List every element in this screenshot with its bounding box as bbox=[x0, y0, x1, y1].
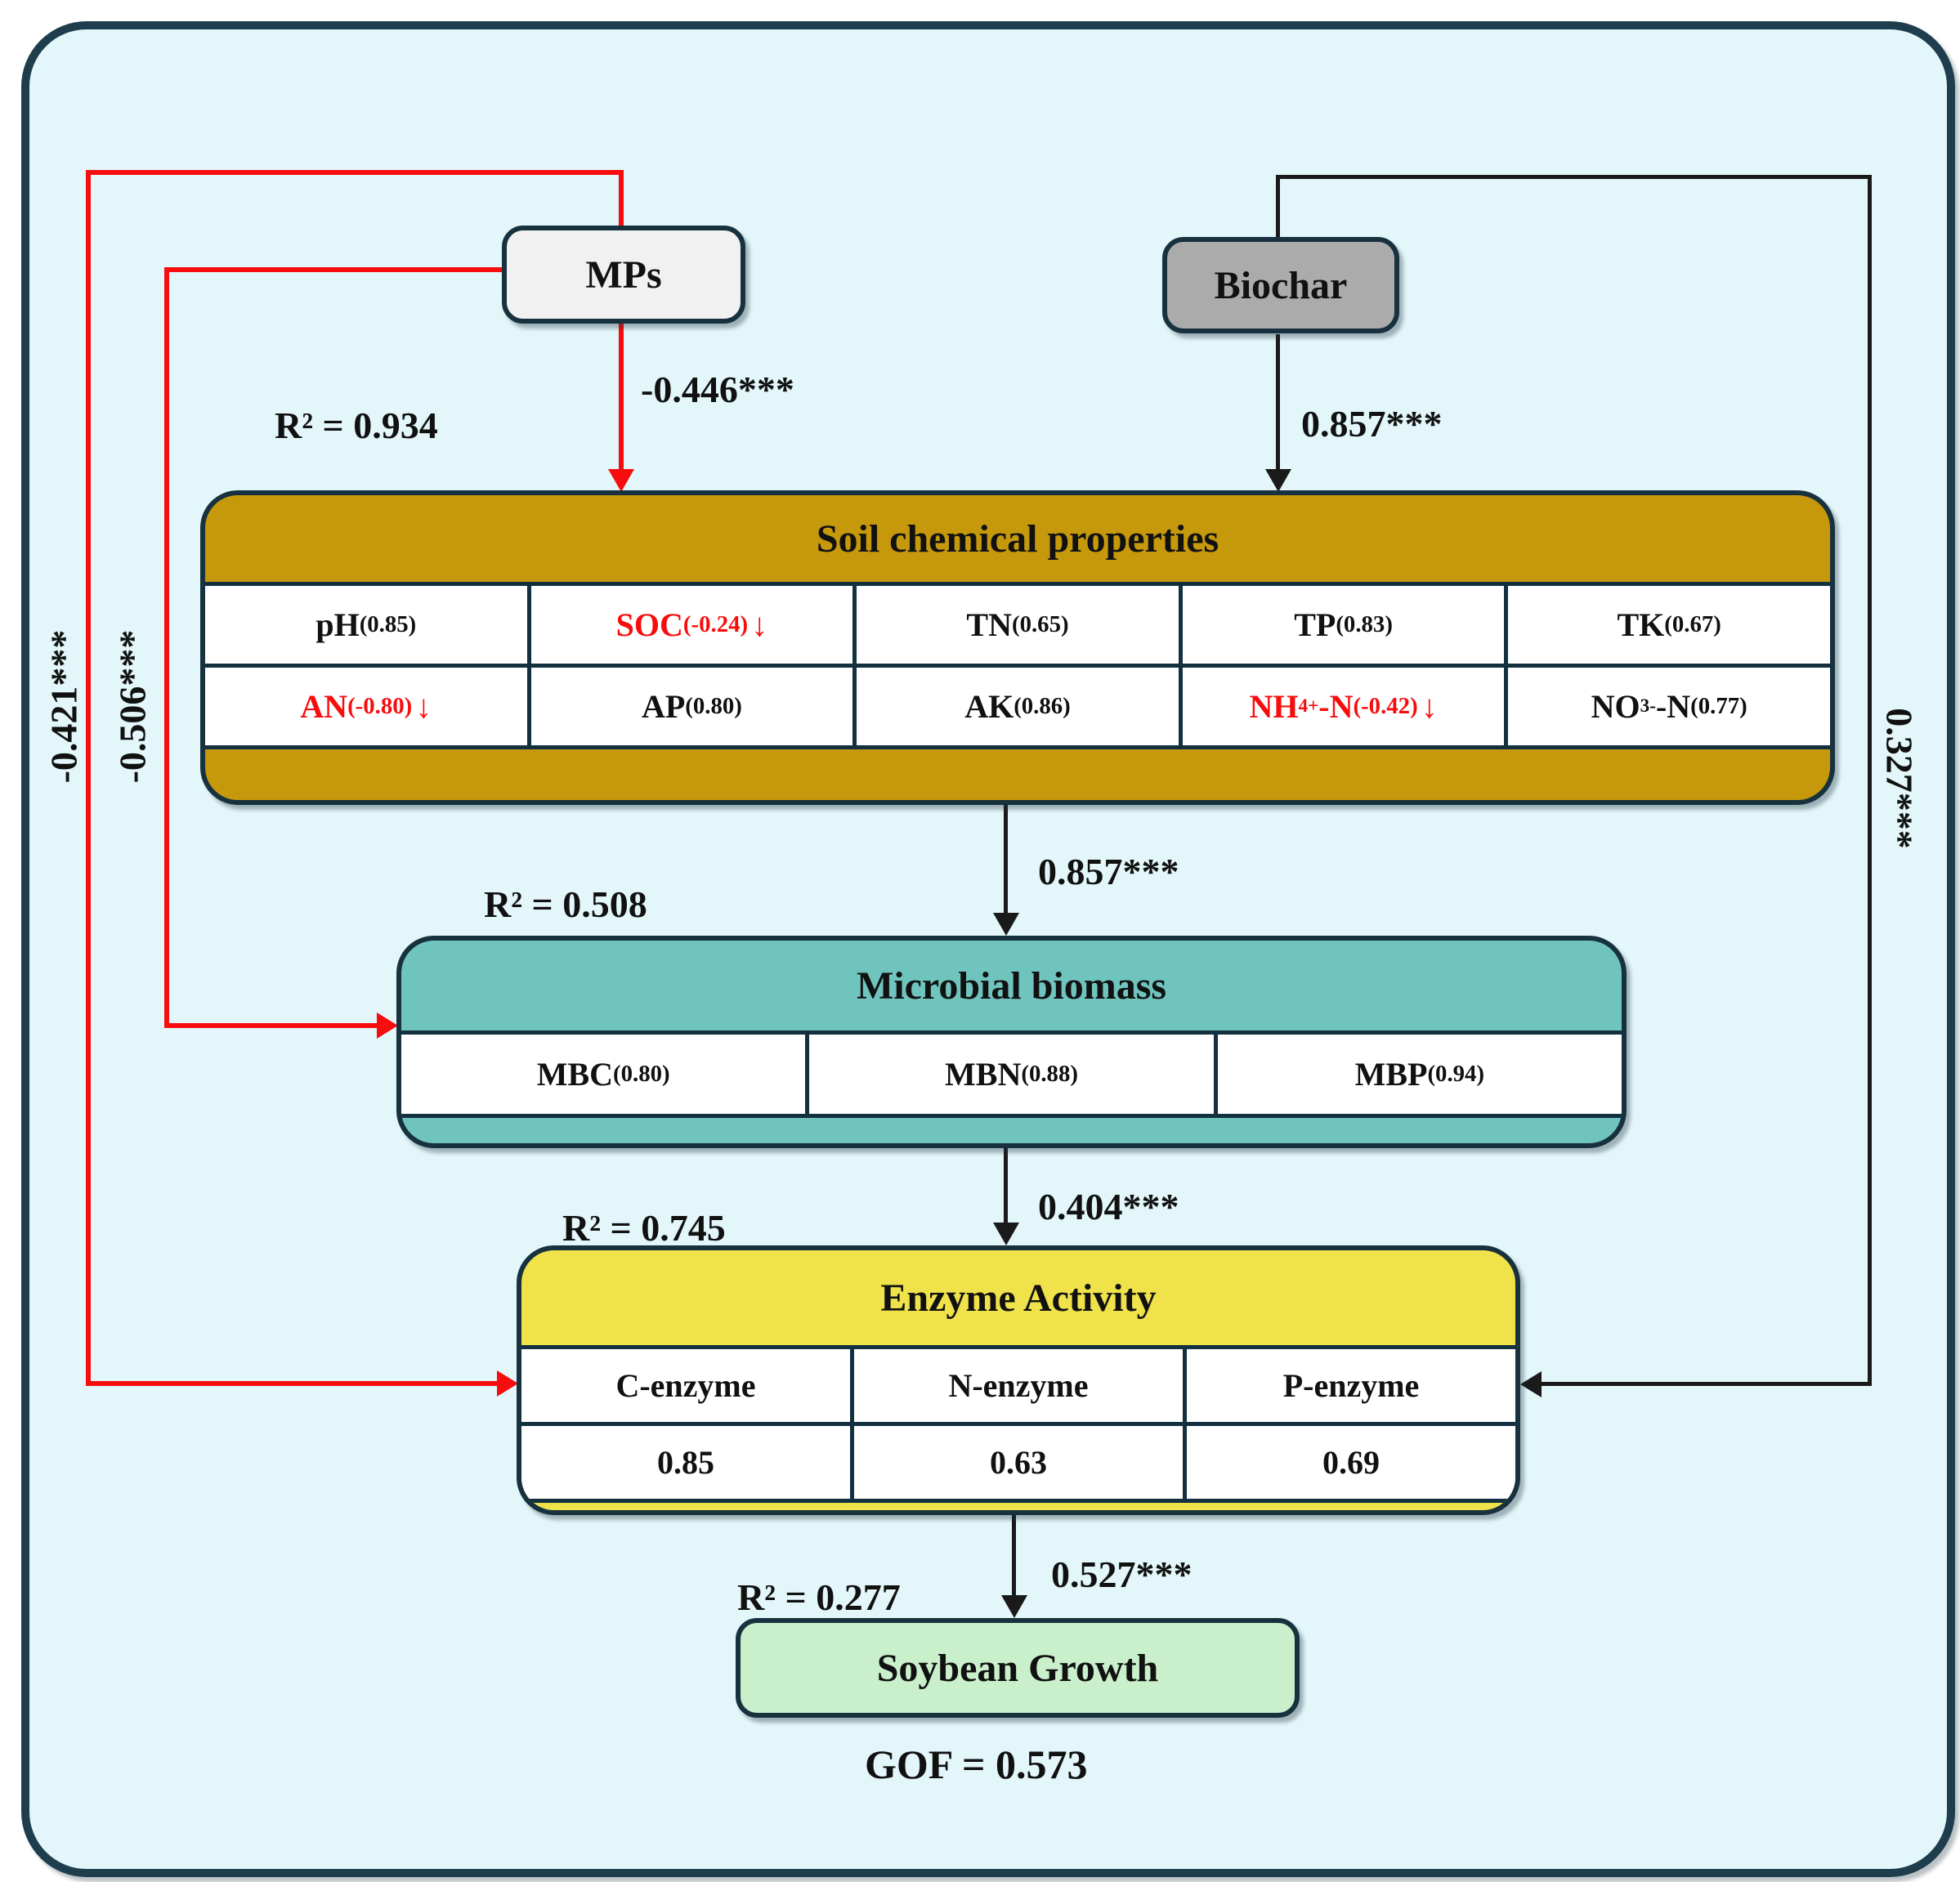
node-soil-title: Soil chemical properties bbox=[816, 516, 1219, 561]
coef-mps-microbial: -0.506*** bbox=[111, 629, 154, 784]
coef-biochar-soil: 0.857*** bbox=[1301, 403, 1443, 445]
r2-soil-label: R² = 0.934 bbox=[275, 405, 438, 446]
arrowhead-biochar-enzyme bbox=[1520, 1371, 1542, 1397]
table-cell: SOC(-0.24)↓ bbox=[526, 586, 853, 664]
arrowhead-mps-microbial bbox=[377, 1013, 398, 1039]
path-mps-soil-seg bbox=[619, 324, 624, 471]
node-soybean-label: Soybean Growth bbox=[876, 1646, 1159, 1690]
coef-mps-soil: -0.446*** bbox=[641, 369, 794, 410]
table-row: pH(0.85)SOC(-0.24)↓TN(0.65)TP(0.83)TK(0.… bbox=[205, 582, 1830, 664]
table-cell: TN(0.65) bbox=[852, 586, 1179, 664]
table-cell: 0.85 bbox=[521, 1426, 850, 1499]
node-microbial-title: Microbial biomass bbox=[856, 963, 1167, 1008]
table-cell: MBN(0.88) bbox=[805, 1035, 1214, 1114]
table-cell: 0.63 bbox=[850, 1426, 1183, 1499]
path-biochar-enzyme-seg bbox=[1542, 1382, 1868, 1386]
coef-mps-enzyme: -0.421*** bbox=[43, 629, 85, 784]
microbial-table: MBC(0.80)MBN(0.88)MBP(0.94) bbox=[401, 1030, 1622, 1118]
arrowhead-soil-microbial bbox=[993, 913, 1019, 936]
soil-table: pH(0.85)SOC(-0.24)↓TN(0.65)TP(0.83)TK(0.… bbox=[205, 582, 1830, 749]
path-mps-enzyme-seg bbox=[619, 170, 624, 227]
arrowhead-mps-enzyme bbox=[497, 1370, 518, 1397]
node-soil-chemical-properties: Soil chemical properties pH(0.85)SOC(-0.… bbox=[200, 490, 1835, 805]
node-soybean-growth: Soybean Growth bbox=[736, 1618, 1300, 1718]
path-mps-microbial-seg bbox=[164, 267, 169, 1028]
table-cell: MBP(0.94) bbox=[1213, 1035, 1622, 1114]
table-cell: AP(0.80) bbox=[526, 668, 853, 745]
node-biochar: Biochar bbox=[1162, 237, 1399, 333]
path-biochar-enzyme-seg bbox=[1868, 175, 1872, 1386]
table-cell: P-enzyme bbox=[1183, 1349, 1515, 1422]
node-biochar-label: Biochar bbox=[1214, 263, 1348, 307]
arrowhead-microbial-enzyme bbox=[993, 1223, 1019, 1245]
r2-enzyme-label: R² = 0.745 bbox=[562, 1207, 726, 1249]
table-cell: 0.69 bbox=[1183, 1426, 1515, 1499]
table-cell: AK(0.86) bbox=[852, 668, 1179, 745]
path-biochar-soil-seg bbox=[1276, 334, 1280, 469]
path-enzyme-soybean-seg bbox=[1012, 1513, 1016, 1597]
arrowhead-biochar-soil bbox=[1265, 469, 1291, 492]
path-soil-microbial-seg bbox=[1004, 803, 1008, 914]
table-cell: TP(0.83) bbox=[1178, 586, 1505, 664]
table-cell: TK(0.67) bbox=[1504, 586, 1830, 664]
path-mps-microbial-seg bbox=[164, 1023, 377, 1028]
coef-enzyme-soybean: 0.527*** bbox=[1051, 1553, 1193, 1595]
node-mps-label: MPs bbox=[585, 253, 662, 297]
table-cell: N-enzyme bbox=[850, 1349, 1183, 1422]
table-cell: C-enzyme bbox=[521, 1349, 850, 1422]
node-mps: MPs bbox=[502, 226, 745, 324]
table-cell: AN(-0.80)↓ bbox=[205, 668, 527, 745]
coef-microbial-enzyme: 0.404*** bbox=[1038, 1186, 1179, 1227]
node-microbial-biomass: Microbial biomass MBC(0.80)MBN(0.88)MBP(… bbox=[396, 936, 1627, 1148]
path-biochar-enzyme-seg bbox=[1276, 175, 1872, 179]
path-mps-microbial-seg bbox=[164, 267, 503, 272]
path-mps-enzyme-seg bbox=[86, 170, 91, 1386]
gof-label: GOF = 0.573 bbox=[865, 1741, 1088, 1787]
coef-soil-microbial: 0.857*** bbox=[1038, 851, 1179, 892]
path-mps-enzyme-seg bbox=[86, 1381, 497, 1386]
path-biochar-enzyme-seg bbox=[1276, 175, 1280, 240]
path-microbial-enzyme-seg bbox=[1004, 1147, 1008, 1224]
r2-soybean-label: R² = 0.277 bbox=[737, 1576, 901, 1618]
r2-microbial-label: R² = 0.508 bbox=[484, 883, 647, 925]
table-cell: MBC(0.80) bbox=[401, 1035, 806, 1114]
coef-biochar-enzyme: 0.327*** bbox=[1878, 708, 1921, 849]
arrowhead-enzyme-soybean bbox=[1001, 1595, 1027, 1618]
node-enzyme-title: Enzyme Activity bbox=[880, 1276, 1157, 1320]
arrowhead-mps-soil bbox=[608, 469, 634, 492]
table-row: MBC(0.80)MBN(0.88)MBP(0.94) bbox=[401, 1030, 1622, 1118]
table-cell: pH(0.85) bbox=[205, 586, 527, 664]
path-mps-enzyme-seg bbox=[86, 170, 624, 175]
